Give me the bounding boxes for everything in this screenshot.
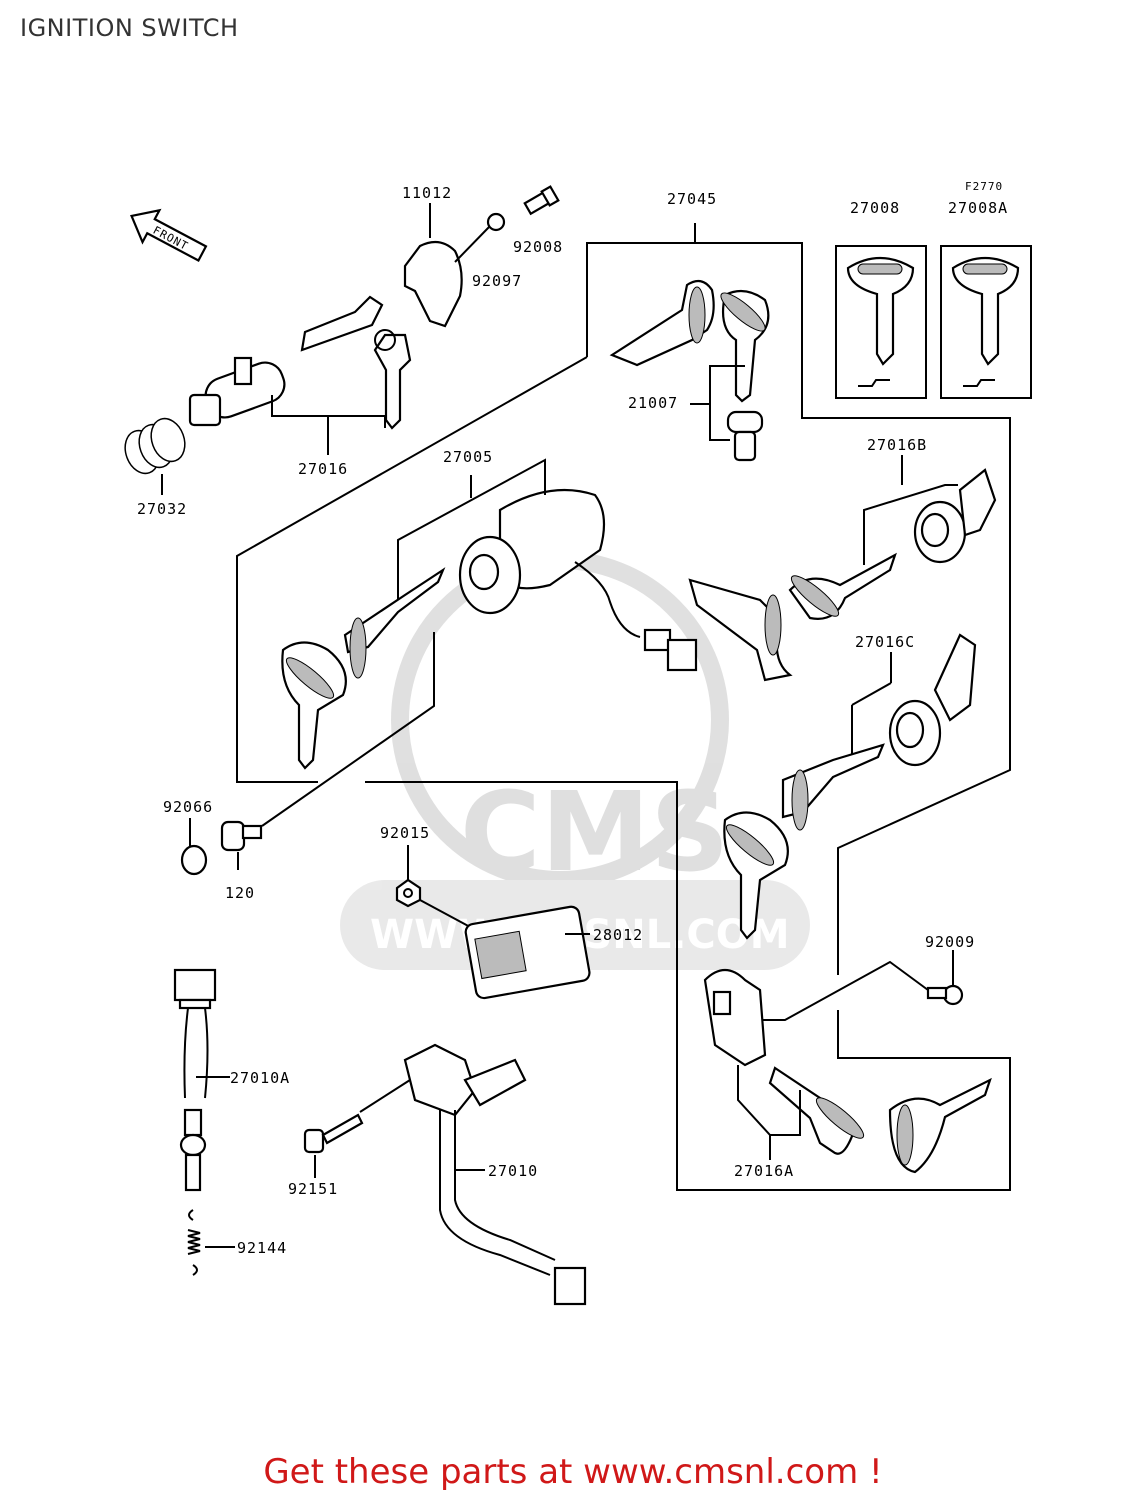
part-label-27016b: 27016B [867,436,927,454]
lock-27016a-icon [703,968,767,1067]
switch-27010-icon [403,1043,587,1306]
part-label-27032: 27032 [137,500,187,518]
switch-27010a-icon [173,968,217,1192]
keys-27045-icon [609,279,770,403]
key-box-27008a [940,245,1032,399]
key-set-27016-icon [300,295,412,430]
part-label-92066: 92066 [163,798,213,816]
part-label-92144: 92144 [237,1239,287,1257]
part-label-21007: 21007 [628,394,678,412]
part-label-11012: 11012 [402,184,452,202]
keys-27016a-icon [768,1066,992,1174]
part-label-92015: 92015 [380,824,430,842]
part-label-92097: 92097 [472,272,522,290]
part-label-27008: 27008 [850,199,900,217]
lock-27016b-icon [913,468,997,564]
part-label-27016: 27016 [298,460,348,478]
o-rings-27032-icon [124,417,186,475]
part-label-27045: 27045 [667,190,717,208]
part-label-27008a: 27008A [948,199,1008,217]
part-label-28012: 28012 [593,926,643,944]
keys-27005-icon [281,567,446,770]
keys-27016c-icon [723,743,885,940]
key-blank-27008a-icon [951,257,1020,387]
part-label-92009: 92009 [925,933,975,951]
bolt-92008-icon [523,185,560,216]
part-label-92151: 92151 [288,1180,338,1198]
part-label-27010a: 27010A [230,1069,290,1087]
cap-92066-icon [180,844,208,876]
key-blank-27008-icon [846,257,915,387]
page-title: IGNITION SWITCH [20,14,239,42]
part-label-27005: 27005 [443,448,493,466]
front-arrow-icon: FRONT [130,208,208,263]
keys-27016b-icon [688,552,897,682]
part-label-27016c: 27016C [855,633,915,651]
diagram-code: F2770 [965,180,1003,193]
part-label-27010: 27010 [488,1162,538,1180]
cover-11012-icon [403,240,463,328]
screw-92009-icon [926,984,964,1006]
assembly-frame-upper [586,242,1011,975]
key-box-27008 [835,245,927,399]
plug-21007-icon [726,410,764,462]
part-label-92008: 92008 [513,238,563,256]
reflector-28012-icon [464,905,591,1000]
assembly-frame-main [236,356,588,783]
assembly-frame-lower [365,781,1011,1191]
part-label-27016a: 27016A [734,1162,794,1180]
spring-92144-icon [187,1209,201,1276]
washer-92097-icon [486,212,506,232]
lock-cylinder-27016-icon [188,356,286,427]
lock-27016c-icon [888,633,977,767]
part-label-120: 120 [225,884,255,902]
bolt-92151-icon [303,1113,364,1154]
ignition-switch-27005-icon [458,488,698,672]
footer-link[interactable]: Get these parts at www.cmsnl.com ! [263,1452,883,1492]
bolt-120-icon [220,820,263,852]
watermark-cms: CMS [460,768,729,896]
